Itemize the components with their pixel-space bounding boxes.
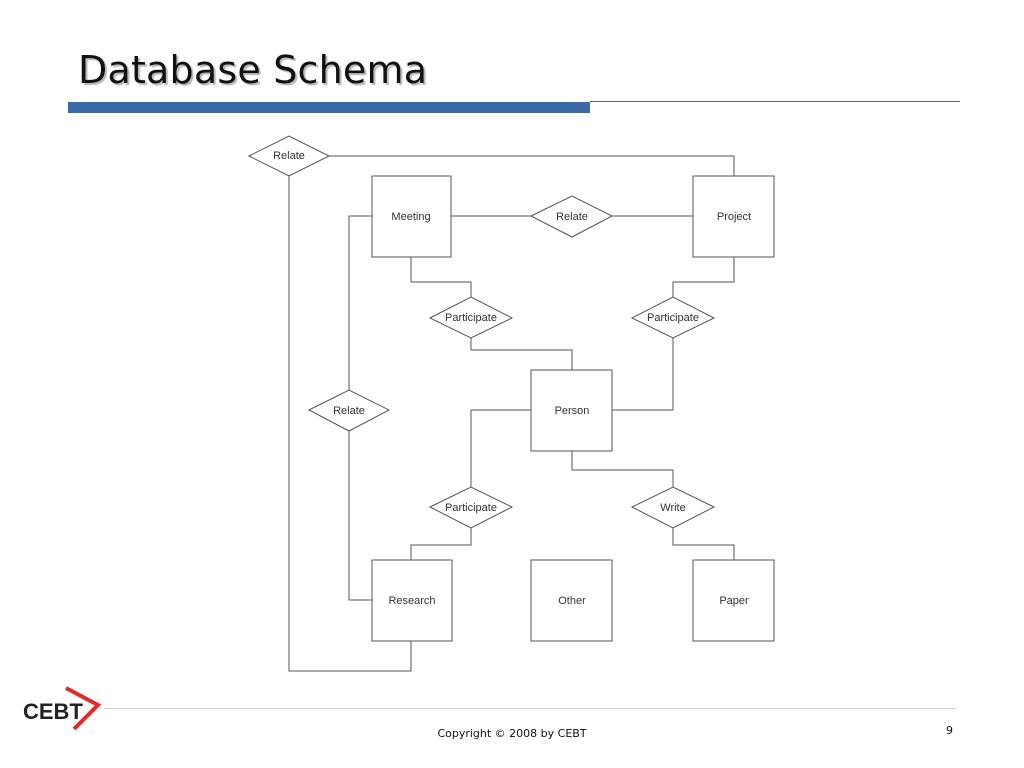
title-underline-line — [590, 101, 960, 102]
relationship-relate-meeting-project-label: Relate — [556, 211, 588, 223]
relationship-relate-left-label: Relate — [333, 405, 365, 417]
connector-project-participate — [672, 257, 735, 297]
cebt-logo-mark: CEBT — [23, 686, 102, 731]
entity-paper — [692, 559, 775, 642]
relationship-relate-top-label: Relate — [273, 150, 305, 162]
entity-other-label: Other — [558, 595, 586, 607]
footer-divider — [104, 708, 956, 709]
connector-relate-left-research — [348, 431, 372, 601]
relationship-participate-research — [428, 486, 514, 529]
cebt-logo: CEBT — [22, 683, 104, 740]
relationship-participate-project — [630, 296, 716, 339]
relationship-relate-meeting-project — [529, 195, 614, 238]
relationship-participate-research-label: Participate — [445, 502, 497, 514]
entity-project — [692, 175, 775, 258]
entity-project-label: Project — [717, 211, 751, 223]
entity-person-label: Person — [555, 405, 590, 417]
cebt-logo-text: CEBT — [23, 699, 83, 724]
title-underline-bar — [68, 102, 590, 113]
relationship-write — [630, 486, 716, 529]
entity-research — [371, 559, 453, 642]
entity-meeting — [371, 175, 452, 258]
entity-meeting-label: Meeting — [391, 211, 430, 223]
connector-meeting-relate-left — [348, 215, 372, 390]
relationship-participate-project-label: Participate — [647, 312, 699, 324]
entity-other — [530, 559, 613, 642]
slide-title: Database Schema — [78, 48, 428, 92]
connector-meeting-participate — [410, 257, 472, 297]
relationship-write-label: Write — [660, 502, 685, 514]
page-number: 9 — [946, 724, 953, 737]
connector-write-paper — [672, 528, 735, 560]
connector-participate-research — [410, 528, 472, 560]
relationship-relate-left — [307, 389, 391, 432]
connector-relate-top-project — [329, 155, 735, 176]
relationship-relate-top — [247, 135, 331, 177]
relationship-participate-meeting — [428, 296, 514, 339]
entity-paper-label: Paper — [719, 595, 749, 607]
relationship-participate-meeting-label: Participate — [445, 312, 497, 324]
connector-person-write — [571, 451, 674, 487]
entity-research-label: Research — [388, 595, 435, 607]
connector-relate-top-research — [288, 176, 412, 672]
copyright-text: Copyright © 2008 by CEBT — [437, 727, 587, 740]
connector-participate-person-right — [612, 338, 674, 411]
connector-participate-person — [470, 338, 573, 370]
entity-person — [530, 369, 613, 452]
connector-person-participate-research — [470, 409, 531, 487]
